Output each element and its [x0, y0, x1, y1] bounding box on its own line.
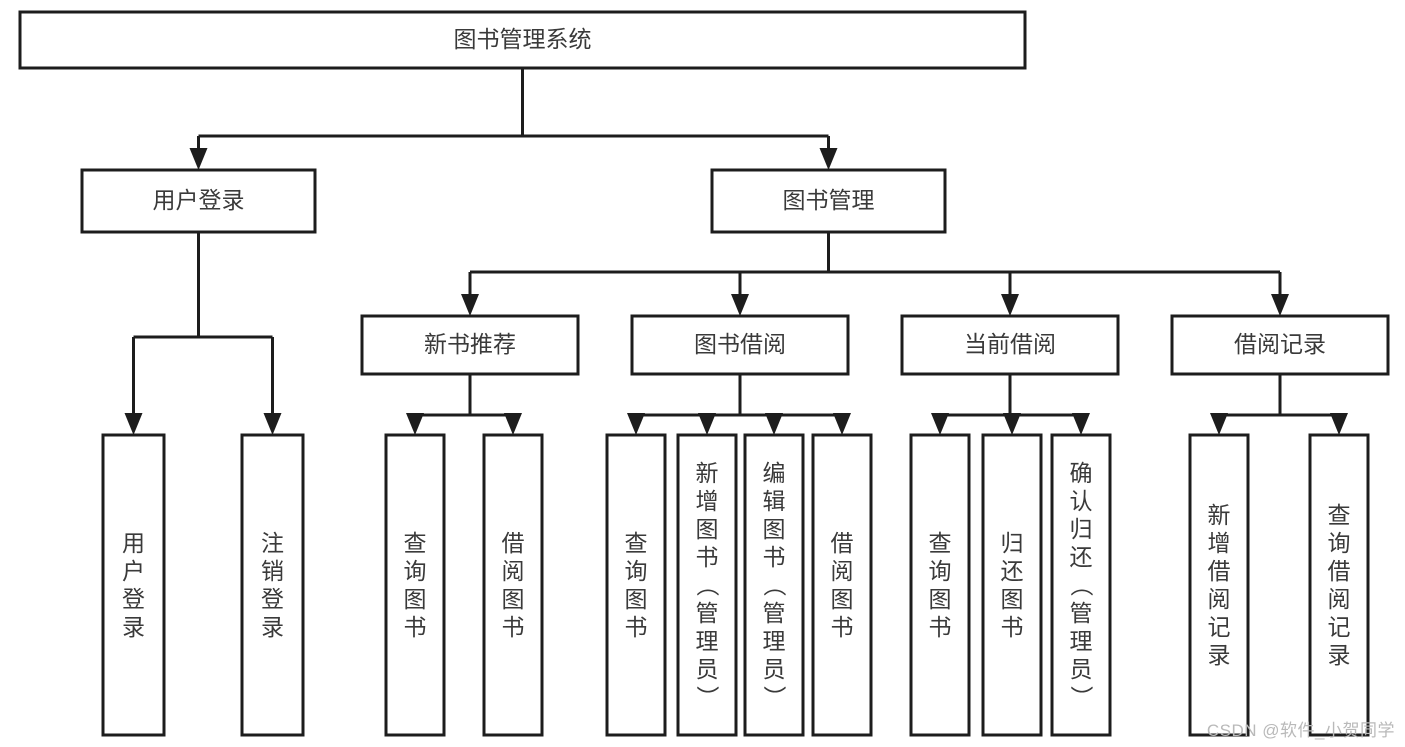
arrowhead-icon [124, 413, 143, 435]
arrowhead-icon [1001, 294, 1019, 316]
node-leaf-borrow-book-bb[interactable] [811, 433, 873, 737]
arrowhead-icon [1330, 413, 1348, 435]
arrowhead-icon [406, 413, 424, 435]
arrowhead-icon [731, 294, 749, 316]
node-leaf-add-book[interactable] [676, 433, 738, 737]
node-user-login-label: 用户登录 [153, 187, 245, 213]
arrowhead-icon [1210, 413, 1228, 435]
node-book-borrow-label: 图书借阅 [694, 331, 786, 357]
arrowhead-icon [627, 413, 645, 435]
arrowhead-icon [189, 148, 208, 170]
node-book-borrow[interactable] [630, 314, 850, 376]
node-new-book-recommend[interactable] [360, 314, 580, 376]
node-leaf-query-book-nbr[interactable] [384, 433, 446, 737]
node-leaf-query-book-cb[interactable] [909, 433, 971, 737]
arrowhead-icon [698, 413, 716, 435]
arrowhead-icon [461, 294, 479, 316]
node-book-manage-label: 图书管理 [783, 187, 875, 213]
node-borrow-record[interactable] [1170, 314, 1390, 376]
node-user-login[interactable] [80, 168, 317, 234]
arrowhead-icon [1072, 413, 1090, 435]
arrowhead-icon [765, 413, 783, 435]
node-current-borrow-label: 当前借阅 [964, 331, 1056, 357]
node-root[interactable] [18, 10, 1027, 70]
node-root-label: 图书管理系统 [454, 26, 592, 52]
arrowhead-icon [931, 413, 949, 435]
arrowhead-icon [819, 148, 838, 170]
node-borrow-record-label: 借阅记录 [1234, 331, 1326, 357]
node-book-manage[interactable] [710, 168, 947, 234]
node-leaf-borrow-book-nbr[interactable] [482, 433, 544, 737]
node-leaf-edit-book[interactable] [743, 433, 805, 737]
node-leaf-add-record[interactable] [1188, 433, 1250, 737]
node-leaf-user-login[interactable] [101, 433, 166, 737]
arrowhead-icon [1271, 294, 1289, 316]
node-new-book-recommend-label: 新书推荐 [424, 331, 516, 357]
arrowhead-icon [504, 413, 522, 435]
connector-layer [124, 68, 1348, 435]
node-leaf-query-record[interactable] [1308, 433, 1370, 737]
watermark: CSDN @软件_小贺同学 [1206, 721, 1395, 740]
node-leaf-logout[interactable] [240, 433, 305, 737]
node-leaf-return-book[interactable] [981, 433, 1043, 737]
arrowhead-icon [833, 413, 851, 435]
node-current-borrow[interactable] [900, 314, 1120, 376]
arrowhead-icon [1003, 413, 1021, 435]
node-leaf-query-book-bb[interactable] [605, 433, 667, 737]
node-box-layer [18, 10, 1390, 737]
node-leaf-confirm-return[interactable] [1050, 433, 1112, 737]
arrowhead-icon [263, 413, 282, 435]
